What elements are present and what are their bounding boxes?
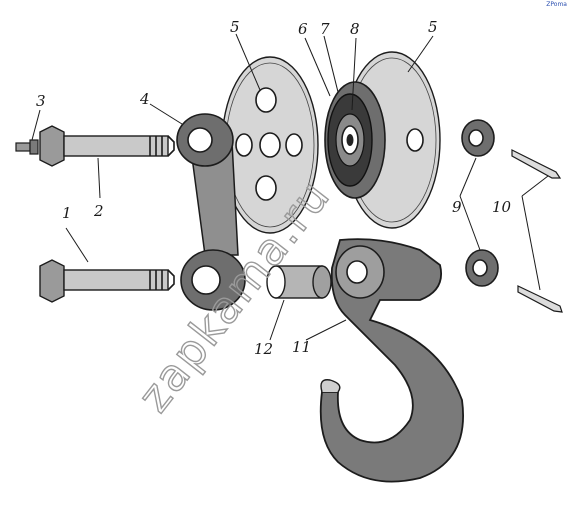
- castle-nuts: [461, 119, 499, 287]
- leader-lines: [31, 33, 549, 341]
- callout-6: 6: [298, 20, 308, 38]
- spacer-bushing: [266, 265, 332, 299]
- callout-9: 9: [452, 198, 462, 216]
- callout-5-right: 5: [428, 18, 438, 36]
- callout-7: 7: [320, 20, 330, 38]
- callout-10: 10: [492, 198, 512, 216]
- callout-12: 12: [254, 340, 273, 358]
- callout-11: 11: [292, 338, 311, 356]
- side-cheek-plate: [176, 113, 246, 311]
- callout-3: 3: [36, 92, 46, 110]
- callout-2: 2: [93, 202, 104, 220]
- callout-5-left: 5: [230, 18, 240, 36]
- callout-1: 1: [62, 204, 72, 222]
- lower-axle-bolt: [39, 259, 175, 303]
- callout-4: 4: [139, 90, 150, 108]
- grease-fitting: [15, 139, 39, 155]
- cotter-pins: [511, 149, 563, 313]
- corner-mark: ZPoma: [546, 1, 567, 8]
- upper-axle-bolt: [39, 125, 175, 167]
- crane-hook: [319, 238, 464, 483]
- pulley-disc-left: [221, 56, 319, 234]
- callout-labels: 1 2 3 4 5 6 7 8 5 9 10 11 12: [36, 18, 512, 358]
- sheave-with-bearing: [324, 81, 386, 199]
- callout-8: 8: [350, 20, 360, 38]
